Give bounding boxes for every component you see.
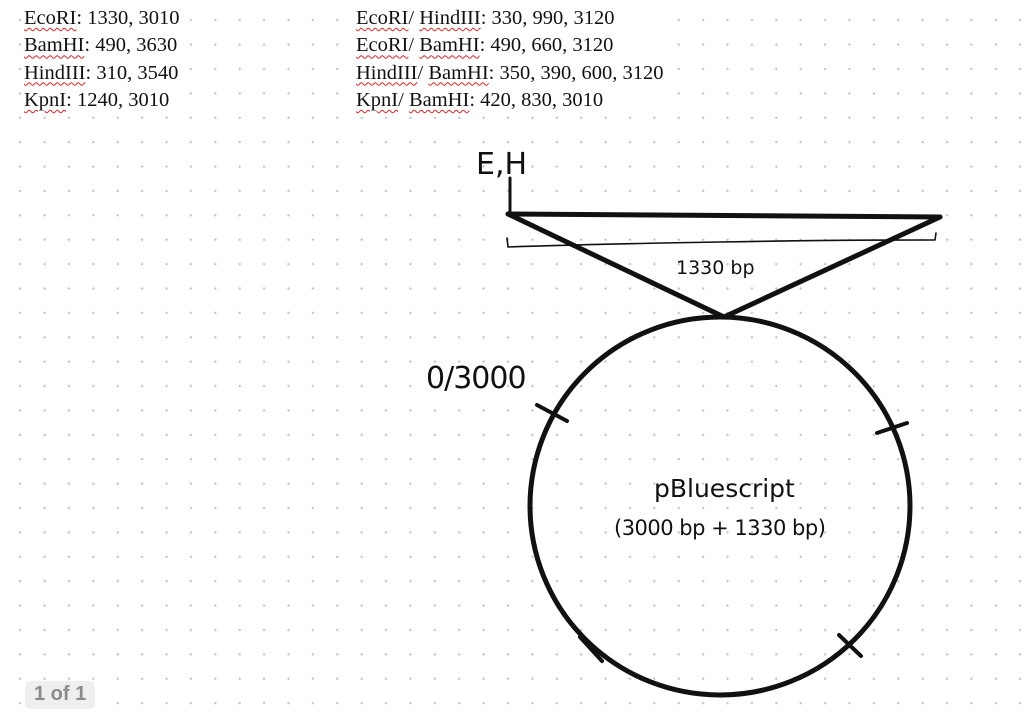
insert-span-bracket bbox=[506, 232, 937, 248]
site-tick-upper-right bbox=[875, 421, 909, 435]
enzyme-name: HindIII bbox=[419, 7, 481, 29]
enzyme-name: BamHI bbox=[428, 61, 489, 84]
insert-length-label: 1330 bp bbox=[676, 257, 755, 279]
double-digest-list: EcoRI/ HindIII: 330, 990, 3120 EcoRI/ Ba… bbox=[356, 5, 670, 115]
enzyme-name: EcoRI bbox=[356, 34, 409, 57]
fragment-sizes: 490, 3630 bbox=[95, 34, 178, 57]
enzyme-name: BamHI bbox=[419, 34, 480, 57]
site-tick-lower-right bbox=[837, 633, 863, 658]
double-digest-row: HindIII/ BamHI: 350, 390, 600, 3120 bbox=[356, 61, 664, 84]
enzyme-name: BamHI bbox=[408, 88, 470, 111]
single-digest-row: KpnI: 1240, 3010 bbox=[24, 88, 170, 111]
fragment-sizes: 1330, 3010 bbox=[87, 7, 180, 29]
plasmid-size-label: (3000 bp + 1330 bp) bbox=[614, 516, 825, 540]
enzyme-name: KpnI bbox=[24, 88, 67, 111]
fragment-sizes: 420, 830, 3010 bbox=[480, 88, 604, 111]
enzyme-name: EcoRI bbox=[24, 7, 77, 29]
fragment-sizes: 350, 390, 600, 3120 bbox=[499, 61, 664, 84]
single-digest-list: EcoRI: 1330, 3010 BamHI: 490, 3630 HindI… bbox=[24, 5, 186, 115]
enzyme-name: BamHI bbox=[24, 34, 85, 57]
origin-label: 0/3000 bbox=[426, 361, 526, 396]
fragment-sizes: 1240, 3010 bbox=[76, 88, 170, 111]
enzyme-name: KpnI bbox=[356, 88, 399, 111]
fragment-sizes: 330, 990, 3120 bbox=[491, 7, 615, 29]
plasmid-name-label: pBluescript bbox=[654, 474, 795, 503]
site-tick-lower-left bbox=[578, 635, 604, 663]
insert-top-line bbox=[505, 211, 943, 220]
enzyme-name: HindIII bbox=[24, 61, 86, 84]
fragment-sizes: 490, 660, 3120 bbox=[490, 34, 614, 57]
double-digest-row: EcoRI/ BamHI: 490, 660, 3120 bbox=[356, 34, 614, 57]
single-digest-row: EcoRI: 1330, 3010 bbox=[24, 7, 180, 29]
site-tick-upper-left bbox=[535, 403, 569, 423]
single-digest-row: BamHI: 490, 3630 bbox=[24, 34, 178, 57]
double-digest-row: KpnI/ BamHI: 420, 830, 3010 bbox=[356, 88, 604, 111]
enzyme-name: HindIII bbox=[356, 61, 418, 84]
double-digest-row: EcoRI/ HindIII: 330, 990, 3120 bbox=[356, 7, 615, 29]
insert-site-label: E,H bbox=[476, 147, 527, 182]
enzyme-name: EcoRI bbox=[356, 7, 409, 29]
insert-left-arm bbox=[505, 211, 727, 320]
plasmid-circle bbox=[527, 314, 913, 698]
insert-right-arm bbox=[721, 214, 943, 320]
page-indicator: 1 of 1 bbox=[25, 681, 96, 709]
single-digest-row: HindIII: 310, 3540 bbox=[24, 61, 179, 84]
fragment-sizes: 310, 3540 bbox=[96, 61, 179, 84]
